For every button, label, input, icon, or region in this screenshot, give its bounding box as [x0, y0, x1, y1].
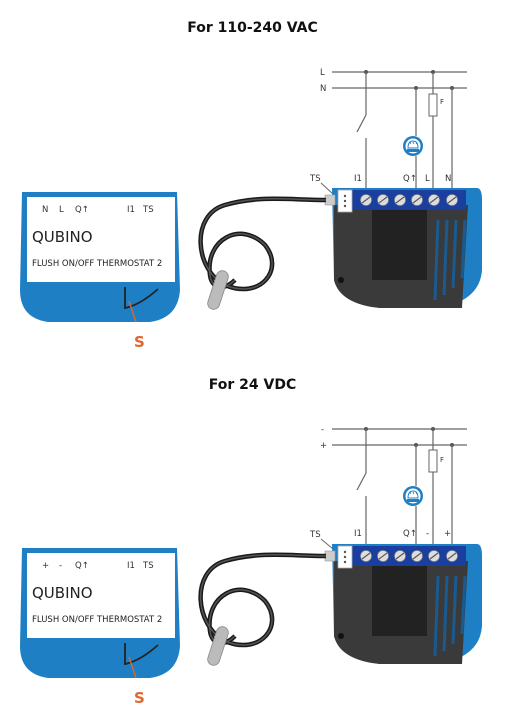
module-label: TS — [142, 205, 154, 215]
sensor-label: S — [134, 689, 145, 707]
terminal-label: Q↑ — [403, 174, 417, 184]
diagram-title-ac: For 110-240 VAC — [187, 20, 318, 36]
qubino-module: + - Q↑ I1 TS QUBINO FLUSH ON/OFF THERMOS… — [20, 548, 180, 679]
module-label: I1 — [127, 561, 135, 571]
module-label: N — [42, 205, 48, 215]
diagram-dc: - + F I1 Q↑ - + TS — [20, 425, 482, 707]
module-label: I1 — [127, 205, 135, 215]
product-text: FLUSH ON/OFF THERMOSTAT 2 — [32, 259, 162, 269]
line-label-1: L — [320, 68, 325, 78]
terminal-label: N — [445, 174, 451, 184]
line-label-2: + — [320, 441, 327, 451]
brand-text: QUBINO — [32, 228, 93, 246]
terminal-label: - — [426, 529, 429, 539]
ts-label: TS — [309, 174, 321, 184]
module-label: L — [59, 205, 64, 215]
bulb-icon — [402, 485, 424, 507]
bulb-icon — [402, 135, 424, 157]
fuse-icon — [428, 93, 438, 117]
terminal-label: I1 — [354, 174, 362, 184]
fuse-icon — [428, 449, 438, 473]
diagram-ac: L N F I1 Q↑ L N TS — [20, 68, 482, 351]
line-label-2: N — [320, 84, 326, 94]
module-label: Q↑ — [75, 561, 89, 571]
product-text: FLUSH ON/OFF THERMOSTAT 2 — [32, 615, 162, 625]
diagram-title-dc: For 24 VDC — [208, 377, 297, 393]
line-label-1: - — [321, 425, 324, 435]
module-label: - — [59, 561, 62, 571]
terminal-label: Q↑ — [403, 529, 417, 539]
terminal-label: L — [425, 174, 430, 184]
terminal-label: I1 — [354, 529, 362, 539]
temperature-sensor — [198, 196, 327, 310]
module-label: Q↑ — [75, 205, 89, 215]
thermostat-device — [324, 188, 482, 308]
thermostat-device — [324, 544, 482, 664]
fuse-label: F — [440, 98, 444, 106]
qubino-module: N L Q↑ I1 TS QUBINO FLUSH ON/OFF THERMOS… — [20, 192, 180, 323]
fuse-label: F — [440, 456, 444, 464]
switch-icon — [356, 472, 367, 491]
module-label: + — [42, 561, 49, 571]
brand-text: QUBINO — [32, 584, 93, 602]
switch-icon — [356, 114, 367, 133]
sensor-label: S — [134, 333, 145, 351]
terminal-label: + — [444, 529, 451, 539]
ts-label: TS — [309, 530, 321, 540]
temperature-sensor — [198, 552, 327, 666]
module-label: TS — [142, 561, 154, 571]
